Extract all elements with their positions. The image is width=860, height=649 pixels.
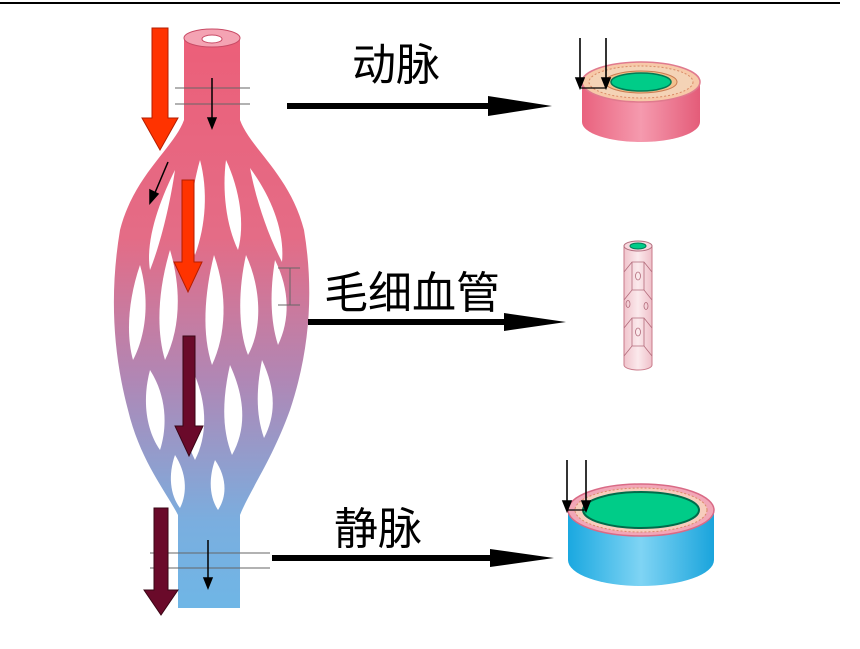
capillary-cross-section: [623, 240, 653, 371]
inner-flow-arrows: [149, 78, 218, 591]
vein-cross-section: [561, 460, 715, 586]
flow-arrow-capillary-dark: [174, 335, 204, 458]
pointer-arrow-capillary: [308, 313, 566, 331]
capillary-section-lines: [278, 267, 300, 306]
capillary-cells: [623, 261, 653, 357]
artery-lumen: [201, 34, 223, 44]
label-artery: 动脉: [352, 40, 440, 91]
flow-arrow-artery: [141, 27, 179, 152]
vessel-network: [113, 28, 310, 608]
flow-arrow-vein: [143, 507, 179, 616]
pointer-arrow-artery: [287, 96, 552, 116]
vein-thickness-marks: [561, 460, 592, 514]
vein-section-lines: [150, 552, 270, 569]
artery-cross-section: [574, 38, 701, 142]
label-vein: 静脉: [334, 504, 422, 555]
label-capillary: 毛细血管: [324, 268, 500, 319]
artery-thickness-marks: [574, 38, 612, 91]
flow-arrow-capillary-red: [173, 179, 203, 294]
pointer-arrow-vein: [272, 549, 554, 567]
